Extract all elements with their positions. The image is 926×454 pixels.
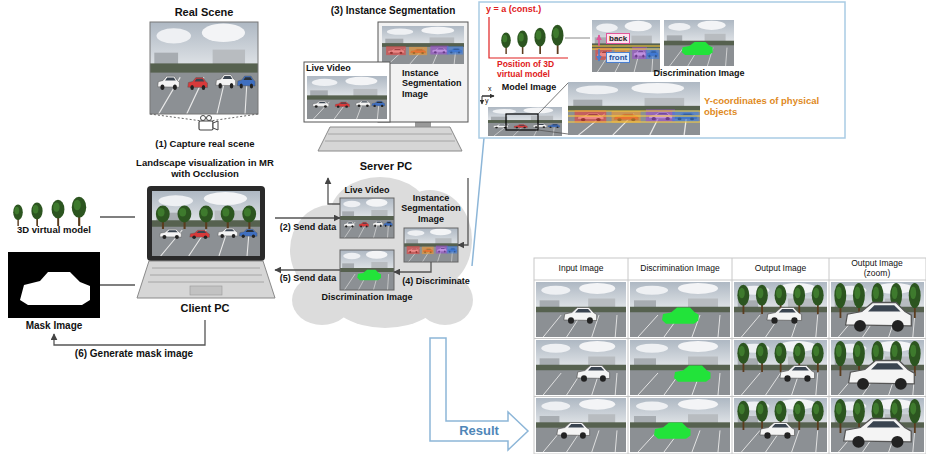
step-label: (3) Instance Segmentation	[318, 5, 468, 17]
node-text: Server PC	[300, 160, 472, 173]
edge-label: (2) Send data	[276, 222, 340, 232]
direction-tag: back	[606, 33, 630, 44]
node-text: Real Scene	[150, 6, 258, 19]
table-header: Output Image	[732, 264, 829, 274]
connector	[275, 269, 340, 270]
arrow-label: Result	[452, 424, 506, 439]
node-text: Model Image	[489, 82, 569, 92]
camera-icon	[150, 114, 258, 130]
edge-label: (5) Send data	[276, 273, 340, 283]
connector	[100, 216, 135, 217]
mask-box: Mask Image	[8, 252, 100, 334]
node-text: Landscape visualization in MR with Occlu…	[135, 158, 275, 180]
node-text: Discrimination Image	[647, 68, 751, 78]
image-box: Live Video	[340, 198, 394, 238]
inset-panel	[479, 2, 845, 138]
annotation: y = a (const.)	[486, 4, 576, 14]
connector	[394, 262, 431, 272]
node-text: Mask Image	[8, 320, 100, 332]
connector	[100, 284, 135, 285]
node-text: Instance Segmentation Image	[398, 193, 464, 224]
node-text: Instance Segmentation Image	[402, 68, 466, 99]
table-header: Discrimination Image	[628, 264, 732, 274]
screen-window: Live Video	[304, 62, 390, 122]
image-box: Discrimination Image	[664, 20, 734, 66]
axis-label: x	[488, 85, 492, 93]
client-pc: Landscape visualization in MR with Occlu…	[135, 158, 275, 320]
node-text: 3D virtual model	[8, 225, 100, 236]
connector	[275, 217, 340, 218]
image-box: Model Image	[495, 22, 563, 56]
direction-tag: front	[606, 52, 630, 63]
node-text: Live Video	[306, 63, 366, 73]
result-table	[534, 258, 926, 454]
photo-box: Real Scene	[150, 22, 258, 114]
server-pc: Server PC Live VideoInstance Segmentation…	[300, 20, 472, 178]
virtual-trees	[13, 197, 86, 226]
leader-line	[472, 138, 484, 266]
node-heading: Client PC	[135, 302, 275, 315]
client-laptop	[137, 186, 275, 298]
node-text: Discrimination Image	[317, 292, 417, 302]
server-pc	[304, 22, 468, 151]
table-header: Output Image (zoom)	[847, 259, 907, 279]
image-box: Instance Segmentation Image	[404, 228, 458, 262]
axis-label: y	[485, 97, 489, 105]
real-scene-photo	[150, 22, 258, 114]
cloud	[290, 177, 473, 328]
annotation: Position of 3D virtual model	[497, 60, 569, 80]
node-text: Live Video	[332, 185, 402, 195]
result-arrow	[430, 338, 528, 450]
edge-label: (4) Discriminate	[398, 276, 474, 286]
model-box: 3D virtual model	[8, 196, 100, 238]
connector	[328, 178, 340, 204]
table-header: Input Image	[534, 264, 628, 274]
image-box: Discrimination Image	[340, 250, 394, 290]
mask-picture	[8, 252, 100, 318]
edge-label: (6) Generate mask image	[64, 348, 204, 360]
step-label: (1) Capture real scene	[140, 139, 270, 150]
annotation: Y-coordinates of physical objects	[704, 96, 842, 118]
screen-window: Instance Segmentation Image	[378, 22, 468, 122]
